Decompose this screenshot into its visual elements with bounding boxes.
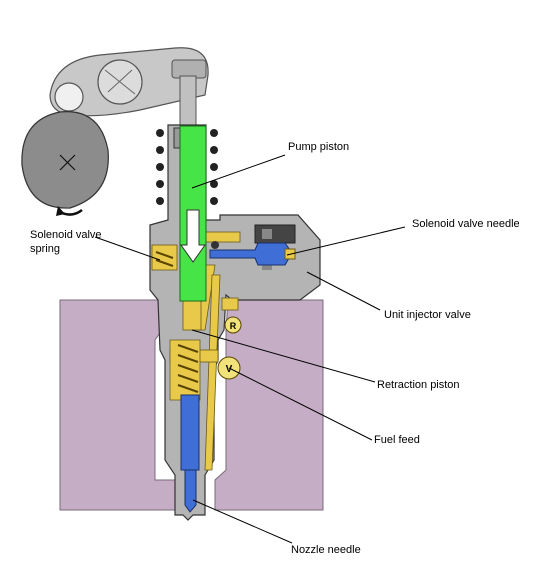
return-marker: [224, 316, 242, 334]
label-solenoid-valve-spring-1: Solenoid valve: [30, 229, 102, 241]
pump-piston: [179, 125, 207, 302]
label-fuel-feed: Fuel feed: [374, 434, 420, 446]
label-pump-piston: Pump piston: [288, 141, 350, 153]
label-retraction-piston: Retraction piston: [377, 379, 460, 391]
rocker-arm: [49, 47, 209, 127]
camshaft-lobe: [21, 111, 109, 216]
solenoid-spring: [155, 251, 174, 267]
return-spring: [156, 129, 218, 205]
feed-marker-label: V: [226, 364, 233, 375]
nozzle-needle: [180, 394, 200, 513]
label-unit-injector-valve: Unit injector valve: [384, 309, 471, 321]
nozzle-spring: [177, 344, 199, 393]
downward-arrow-icon: [180, 209, 206, 263]
cylinder-head-right: [214, 299, 324, 511]
return-marker-label: R: [230, 321, 237, 331]
label-solenoid-valve-needle: Solenoid valve needle: [412, 218, 520, 230]
label-nozzle-needle: Nozzle needle: [291, 544, 361, 556]
leader-lines: [94, 154, 406, 544]
label-solenoid-valve-spring-2: spring: [30, 243, 60, 255]
